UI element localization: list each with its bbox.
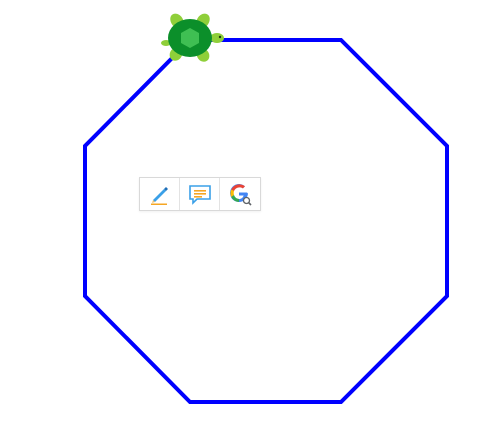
google-search-icon [230, 184, 252, 206]
comment-button[interactable] [180, 178, 220, 210]
turtle-icon [161, 13, 224, 62]
floating-toolbar [139, 177, 261, 211]
octagon-shape [83, 38, 449, 404]
pencil-icon [150, 187, 168, 205]
comment-icon [188, 185, 211, 205]
turtle-shell-pattern [181, 28, 199, 48]
pencil-button[interactable] [140, 178, 180, 210]
turtle-head [210, 33, 224, 43]
google-search-button[interactable] [220, 178, 260, 210]
turtle-eye [218, 35, 222, 39]
